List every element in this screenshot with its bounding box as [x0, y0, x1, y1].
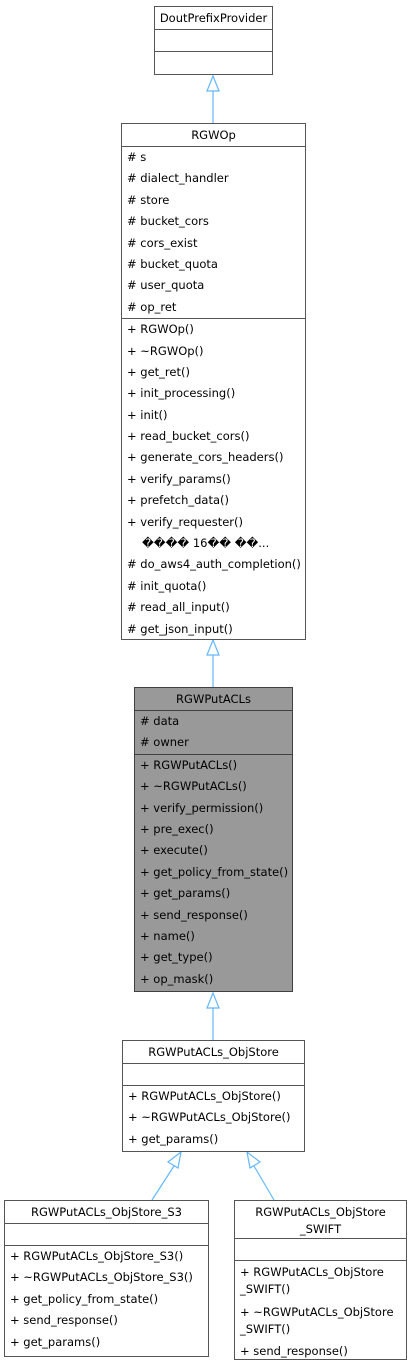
method: + RGWPutACLs_ObjStore() [128, 1089, 281, 1103]
arrow-rgwop-dout [206, 74, 220, 92]
method: + get_type() [140, 950, 213, 965]
method: + read_bucket_cors() [127, 429, 250, 444]
class-rgwop[interactable]: RGWOp # s # dialect_handler # store # bu… [121, 123, 306, 640]
attribute: # cors_exist [127, 235, 198, 250]
class-name: RGWPutACLs [135, 688, 292, 711]
method: + pre_exec() [140, 821, 214, 836]
methods-section: + RGWPutACLs_ObjStore_S3() + ~RGWPutACLs… [5, 1246, 208, 1353]
method: + ~RGWPutACLs_ObjStore() [128, 1110, 291, 1125]
method: + RGWOp() [127, 322, 194, 337]
class-dout-prefix-provider[interactable]: DoutPrefixProvider [154, 6, 273, 75]
method: + get_params() [10, 1334, 101, 1349]
class-name: RGWPutACLs_ObjStore [123, 1041, 304, 1064]
method: + execute() [140, 843, 208, 858]
attribute: # op_ret [127, 299, 177, 314]
class-name: RGWPutACLs_ObjStore_S3 [5, 1201, 208, 1224]
edge-swift-objstore [253, 1165, 275, 1201]
method: + name() [140, 928, 195, 943]
method: + verify_permission() [140, 800, 264, 815]
methods-section [155, 52, 272, 73]
attributes-section: # s # dialect_handler # store # bucket_c… [122, 147, 305, 320]
method: + get_params() [140, 886, 231, 901]
method: + send_response() [240, 1344, 348, 1358]
method: # read_all_input() [127, 600, 230, 615]
class-name: RGWPutACLs_ObjStore _SWIFT [235, 1201, 406, 1239]
method: + get_params() [128, 1131, 219, 1146]
class-name: DoutPrefixProvider [155, 7, 272, 30]
method: + send_response() [140, 907, 248, 922]
methods-section: + RGWOp() + ~RGWOp() + get_ret() + init_… [122, 319, 305, 640]
attribute: # bucket_cors [127, 214, 209, 229]
method: + prefetch_data() [127, 493, 230, 508]
attributes-section [5, 1224, 208, 1246]
method: + verify_requester() [127, 514, 243, 529]
attributes-section [155, 30, 272, 52]
attribute: # bucket_quota [127, 256, 218, 271]
method: # do_aws4_auth_completion() [127, 557, 301, 572]
methods-section: + RGWPutACLs_ObjStore _SWIFT() + ~RGWPut… [235, 1261, 406, 1362]
method: + RGWPutACLs_ObjStore _SWIFT() [240, 1265, 384, 1296]
method: + RGWPutACLs_ObjStore_S3() [10, 1249, 184, 1263]
class-rgw-put-acls-objstore-s3[interactable]: RGWPutACLs_ObjStore_S3 + RGWPutACLs_ObjS… [4, 1200, 209, 1357]
method: + verify_params() [127, 471, 231, 486]
method: # get_json_input() [127, 621, 233, 636]
method: + get_policy_from_state() [140, 864, 289, 879]
method: + ~RGWOp() [127, 343, 204, 358]
class-rgw-put-acls-objstore[interactable]: RGWPutACLs_ObjStore + RGWPutACLs_ObjStor… [122, 1040, 305, 1152]
method: + ~RGWPutACLs_ObjStore_S3() [10, 1270, 193, 1285]
method: + op_mask() [140, 971, 214, 986]
attribute: # dialect_handler [127, 171, 229, 186]
attributes-section: # data # owner [135, 711, 292, 755]
method: + init_processing() [127, 386, 236, 401]
attribute: # user_quota [127, 278, 205, 293]
methods-section: + RGWPutACLs() + ~RGWPutACLs() + verify_… [135, 755, 292, 990]
method: # init_quota() [127, 578, 207, 593]
method: + get_policy_from_state() [10, 1291, 159, 1306]
attribute: # data [140, 714, 180, 728]
attributes-section [123, 1064, 304, 1086]
arrow-s3-objstore [166, 1150, 182, 1169]
attribute: # owner [140, 735, 189, 750]
class-rgw-put-acls[interactable]: RGWPutACLs # data # owner + RGWPutACLs()… [134, 687, 293, 992]
attributes-section [235, 1239, 406, 1261]
method: + RGWPutACLs() [140, 757, 238, 772]
class-rgw-put-acls-objstore-swift[interactable]: RGWPutACLs_ObjStore _SWIFT + RGWPutACLs_… [234, 1200, 407, 1360]
method: + init() [127, 407, 168, 422]
arrow-objstore-putacls [206, 991, 220, 1009]
class-name: RGWOp [122, 124, 305, 147]
method: + send_response() [10, 1313, 118, 1328]
edge-s3-objstore [151, 1165, 175, 1201]
method: + ~RGWPutACLs_ObjStore _SWIFT() [240, 1305, 394, 1336]
attribute: # store [127, 192, 170, 207]
method: + generate_cors_headers() [127, 450, 284, 465]
more-methods-note: ���� 16�� ��... [142, 536, 270, 551]
method: + get_ret() [127, 364, 190, 379]
attribute: # s [127, 150, 147, 164]
arrow-putacls-rgwop [206, 638, 220, 656]
methods-section: + RGWPutACLs_ObjStore() + ~RGWPutACLs_Ob… [123, 1086, 304, 1150]
arrow-swift-objstore [246, 1150, 262, 1169]
method: + ~RGWPutACLs() [140, 779, 247, 794]
